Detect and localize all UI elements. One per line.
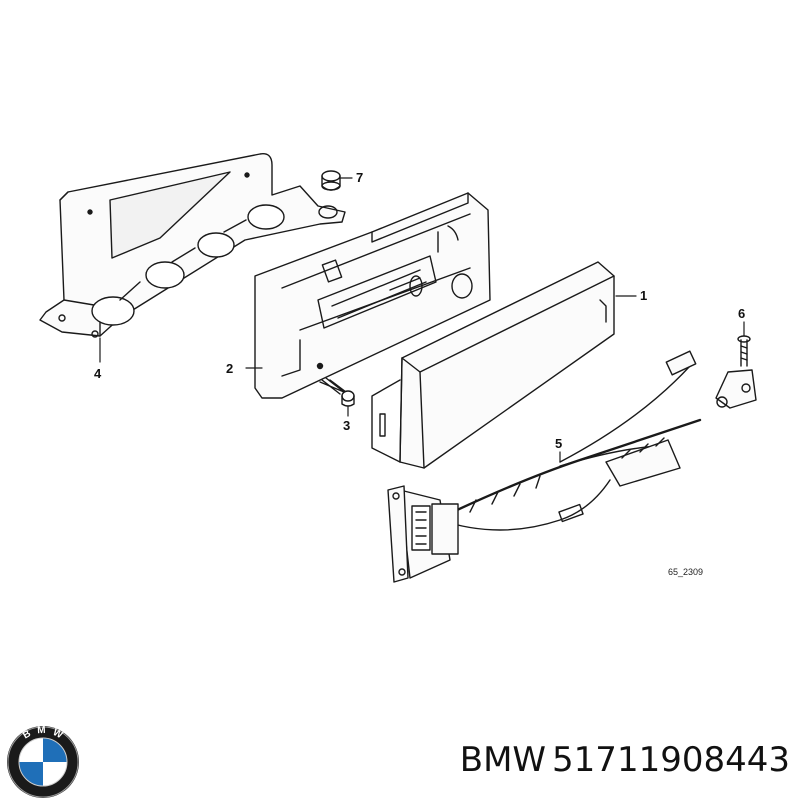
part-6-bolt [715,335,757,409]
part-5-wiring-harness [387,350,702,583]
callout-1: 1 [640,288,647,303]
part-2-holder [254,192,491,399]
part-number: 51711908443 [552,740,790,780]
callout-2: 2 [226,361,233,376]
brand-name: BMW [459,740,547,780]
diagram-reference-number: 65_2309 [668,567,703,577]
leader-lines [99,177,745,463]
callout-5: 5 [555,436,562,451]
bmw-roundel-icon: B M W [7,725,79,798]
callout-6: 6 [738,306,745,321]
part-3-screw [319,377,355,407]
callout-4: 4 [94,366,102,381]
part-7-grommet [321,170,341,191]
part-1-control-module [371,261,615,469]
part-4-mounting-bracket [39,153,346,338]
callout-3: 3 [343,418,350,433]
exploded-parts-diagram: 7 1 2 3 4 5 6 65_2309 [39,153,757,583]
callout-7: 7 [356,170,363,185]
